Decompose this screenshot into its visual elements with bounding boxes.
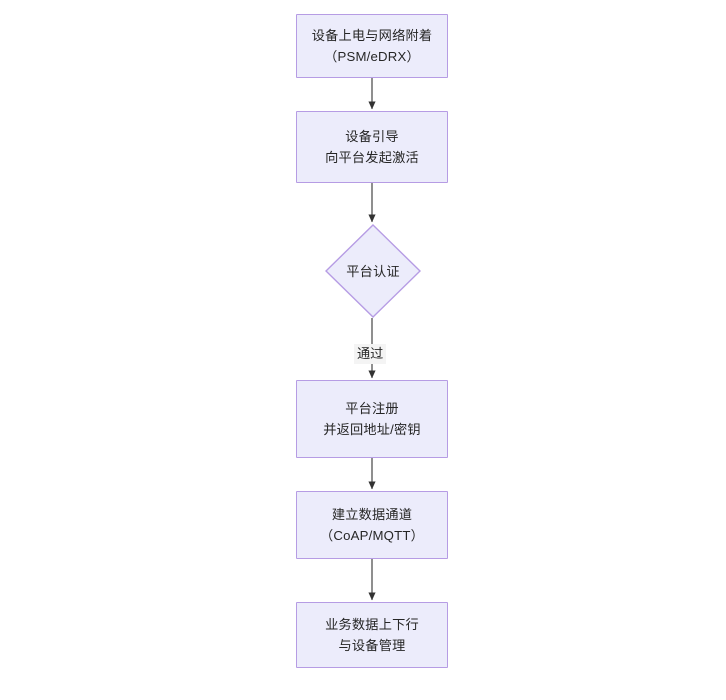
node-platform-register[interactable]: 平台注册 并返回地址/密钥 — [296, 380, 448, 458]
node-platform-register-label: 平台注册 并返回地址/密钥 — [323, 401, 421, 437]
node-bootstrap[interactable]: 设备引导 向平台发起激活 — [296, 111, 448, 183]
node-platform-auth[interactable]: 平台认证 — [325, 224, 421, 318]
node-data-channel[interactable]: 建立数据通道 （CoAP/MQTT） — [296, 491, 448, 559]
node-power-on[interactable]: 设备上电与网络附着 （PSM/eDRX） — [296, 14, 448, 78]
decision-diamond-shape — [325, 224, 421, 318]
node-bootstrap-label: 设备引导 向平台发起激活 — [325, 129, 419, 165]
node-business-data[interactable]: 业务数据上下行 与设备管理 — [296, 602, 448, 668]
node-data-channel-label: 建立数据通道 （CoAP/MQTT） — [319, 507, 425, 543]
node-power-on-label: 设备上电与网络附着 （PSM/eDRX） — [311, 28, 433, 64]
node-platform-auth-label: 平台认证 — [346, 263, 400, 279]
edge-label-pass: 通过 — [354, 344, 387, 364]
node-business-data-label: 业务数据上下行 与设备管理 — [325, 617, 419, 653]
